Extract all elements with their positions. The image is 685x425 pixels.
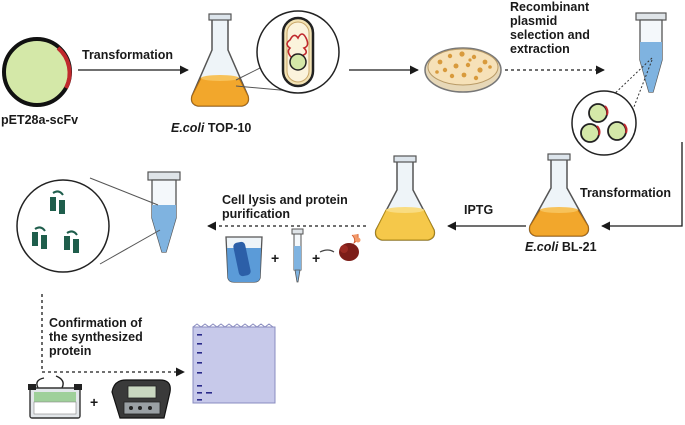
flask-icon xyxy=(190,13,250,107)
flask-icon xyxy=(374,155,436,241)
arrow-to-gel xyxy=(41,294,185,377)
confirm-label-3: protein xyxy=(49,344,92,358)
confirm-label-1: Confirmation of xyxy=(49,316,143,330)
lysis-label-2: purification xyxy=(222,207,291,221)
lysis-label-1: Cell lysis and protein xyxy=(222,193,348,207)
tube-icon xyxy=(147,171,181,253)
confirm-label-2: the synthesized xyxy=(49,330,143,344)
transformation-label-2: Transformation xyxy=(580,186,671,200)
beaker-icon xyxy=(225,236,263,283)
gel-icon xyxy=(192,323,276,404)
tube-icon xyxy=(635,12,667,93)
host-1-label: E.coli TOP-10 xyxy=(171,121,252,135)
column-icon xyxy=(291,228,304,283)
plasmid-label: pET28a-scFv xyxy=(1,113,79,127)
iptg-label: IPTG xyxy=(464,203,494,217)
recombinant-label-4: extraction xyxy=(510,42,570,56)
zoom-line xyxy=(89,177,159,206)
petri-dish-icon xyxy=(424,47,502,93)
recombinant-label-1: Recombinant xyxy=(510,0,590,14)
zoom-line xyxy=(99,229,161,265)
recombinant-label-2: plasmid xyxy=(510,14,558,28)
zoom-line xyxy=(609,57,653,99)
zoom-line xyxy=(631,59,653,113)
power-supply-icon xyxy=(111,379,171,419)
zoom-line xyxy=(235,65,265,81)
plasmid-icon xyxy=(2,37,72,107)
plasmid-icon xyxy=(571,90,637,156)
plus-sign: + xyxy=(312,250,321,266)
recombinant-label-3: selection and xyxy=(510,28,590,42)
protein-icon xyxy=(16,179,110,273)
flask-icon xyxy=(528,153,590,237)
host-2-label: E.coli BL-21 xyxy=(525,240,597,254)
plus-sign: + xyxy=(271,250,280,266)
cell-icon xyxy=(256,10,340,94)
transformation-label-1: Transformation xyxy=(82,48,173,62)
arrow-transformation-2 xyxy=(601,142,683,231)
sonicator-icon xyxy=(319,233,361,261)
electrophoresis-tank-icon xyxy=(28,375,82,419)
plus-sign: + xyxy=(90,394,99,410)
